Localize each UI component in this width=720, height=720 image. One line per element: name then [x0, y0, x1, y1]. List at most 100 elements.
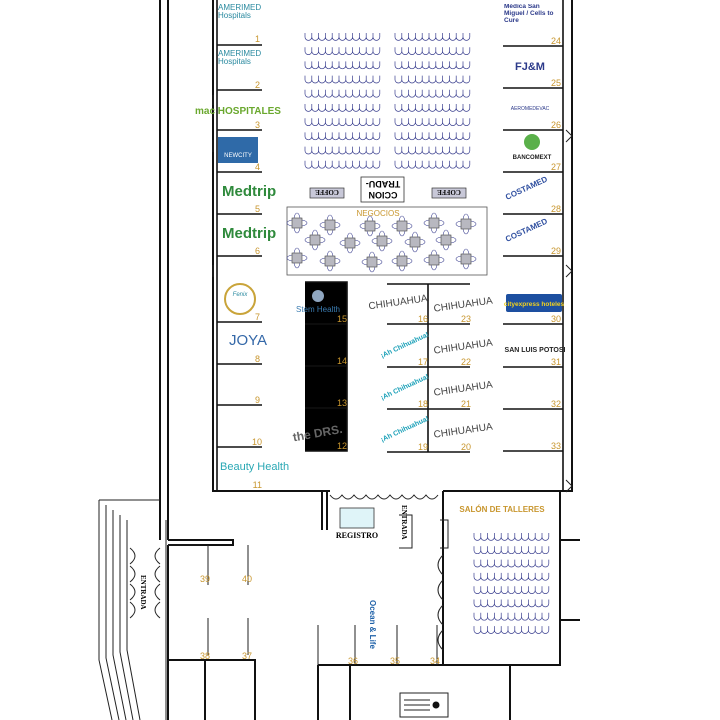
booth-number-38[interactable]: 38 [200, 651, 210, 661]
chair-row [473, 612, 550, 621]
logo-san-luis-potosi: SAN LUIS POTOSI [505, 347, 566, 354]
business-table [361, 251, 383, 273]
business-table [286, 212, 308, 234]
booth-number-35[interactable]: 35 [390, 656, 400, 666]
chair-row [394, 89, 471, 98]
chair-row [304, 118, 381, 126]
lower-booth-dividers [207, 545, 438, 665]
booth-number-9[interactable]: 9 [255, 395, 260, 405]
chair-row [304, 89, 381, 98]
booth-number-1[interactable]: 1 [255, 34, 260, 44]
booth-number-29[interactable]: 29 [551, 246, 561, 256]
booth-number-27[interactable]: 27 [551, 162, 561, 172]
logo-stem-health-mark [312, 290, 324, 302]
booth-number-17[interactable]: 17 [418, 357, 428, 367]
booth-number-10[interactable]: 10 [252, 437, 262, 447]
logo-costamed-29: COSTAMED [504, 216, 549, 243]
booth-number-4[interactable]: 4 [255, 162, 260, 172]
main-entrance-doors [329, 494, 439, 500]
chair-row [473, 559, 550, 568]
business-area: NEGOCIOS [286, 206, 488, 276]
workshop-room-label: SALÓN DE TALLERES [459, 505, 545, 514]
business-table [371, 230, 393, 252]
booth-number-23[interactable]: 23 [461, 314, 471, 324]
booth-number-34[interactable]: 34 [430, 656, 440, 666]
chair-row [394, 33, 471, 41]
walls [98, 0, 580, 720]
logo-ah-chihuahua-19: ¡Ah Chihuahua! [380, 415, 430, 443]
booth-number-30[interactable]: 30 [551, 314, 561, 324]
right-booth-dividers [503, 0, 564, 491]
booth-number-19[interactable]: 19 [418, 442, 428, 452]
logo-mac: mac HOSPITALES [195, 106, 281, 117]
coffee-label: COFFE [315, 188, 339, 196]
booth-number-36[interactable]: 36 [348, 656, 358, 666]
booth-number-7[interactable]: 7 [255, 312, 260, 322]
booth-number-12[interactable]: 12 [337, 441, 347, 451]
booth-number-21[interactable]: 21 [461, 399, 471, 409]
booth-number-22[interactable]: 22 [461, 357, 471, 367]
business-table [319, 214, 341, 236]
booth-number-31[interactable]: 31 [551, 357, 561, 367]
booth-number-6[interactable]: 6 [255, 246, 260, 256]
chair-row [473, 572, 550, 581]
booth-number-28[interactable]: 28 [551, 204, 561, 214]
booth-number-13[interactable]: 13 [337, 398, 347, 408]
booth-number-33[interactable]: 33 [551, 441, 561, 451]
chair-row [304, 146, 381, 155]
booth-number-15[interactable]: 15 [337, 314, 347, 324]
business-table [435, 229, 457, 251]
left-booth-dividers [216, 0, 262, 491]
business-table [391, 250, 413, 272]
booth-number-8[interactable]: 8 [255, 354, 260, 364]
business-table [455, 248, 477, 270]
logo-fenix: Fenix [233, 292, 249, 298]
logo-amerimed-2-box: AMERIMED Hospitals [218, 50, 262, 67]
booth-number-24[interactable]: 24 [551, 36, 561, 46]
business-table [404, 231, 426, 253]
booth-number-5[interactable]: 5 [255, 204, 260, 214]
booth-number-14[interactable]: 14 [337, 356, 347, 366]
chair-row [304, 75, 381, 84]
registration-desk: REGISTRO [336, 507, 378, 540]
logo-amerimed-1-box: AMERIMED Hospitals [218, 4, 262, 21]
logo-medtrip-1: Medtrip [222, 183, 276, 200]
logo-chihuahua-20: CHIHUAHUA [433, 421, 494, 440]
chair-row [394, 75, 471, 84]
booth-number-11[interactable]: 11 [253, 480, 262, 490]
booth-number-37[interactable]: 37 [242, 651, 252, 661]
logo-medtrip-2: Medtrip [222, 225, 276, 242]
booth-number-32[interactable]: 32 [551, 399, 561, 409]
chair-row [473, 546, 550, 554]
main-entrance-label: ENTRADA [400, 505, 408, 540]
logo-amerimed-2: AMERIMED Hospitals [218, 50, 262, 67]
booth-number-26[interactable]: 26 [551, 120, 561, 130]
logo-cityexpress: cityexpress hoteles [504, 301, 565, 308]
logo-fenix-ring [224, 283, 256, 315]
logo-chihuahua-16: CHIHUAHUA [368, 293, 429, 312]
chair-row [304, 33, 381, 41]
chair-row [304, 132, 381, 141]
booth-number-20[interactable]: 20 [461, 442, 471, 452]
booth-number-2[interactable]: 2 [255, 80, 260, 90]
logo-san-miguel-cells-to-cure: Médica San Miguel / Cells to Cure [504, 4, 554, 24]
booth-number-18[interactable]: 18 [418, 399, 428, 409]
business-table [359, 215, 381, 237]
booth-number-25[interactable]: 25 [551, 78, 561, 88]
logo-chihuahua-23: CHIHUAHUA [433, 295, 494, 314]
business-table [319, 250, 341, 272]
booth-number-39[interactable]: 39 [200, 574, 210, 584]
logo-cityexpress-bg [506, 294, 562, 312]
logo-chihuahua-22: CHIHUAHUA [433, 337, 494, 356]
logo-amerimed-1: AMERIMED Hospitals [218, 4, 262, 21]
booth-number-40[interactable]: 40 [242, 574, 252, 584]
plenary-seating [304, 33, 471, 169]
booth-number-16[interactable]: 16 [418, 314, 428, 324]
translation-booth: CCION TRADU- [360, 176, 405, 203]
booth-number-3[interactable]: 3 [255, 120, 260, 130]
logo-costamed-28: COSTAMED [504, 174, 549, 201]
logo-beauty-health: Beauty Health [220, 461, 289, 473]
registration-label: REGISTRO [336, 531, 378, 540]
